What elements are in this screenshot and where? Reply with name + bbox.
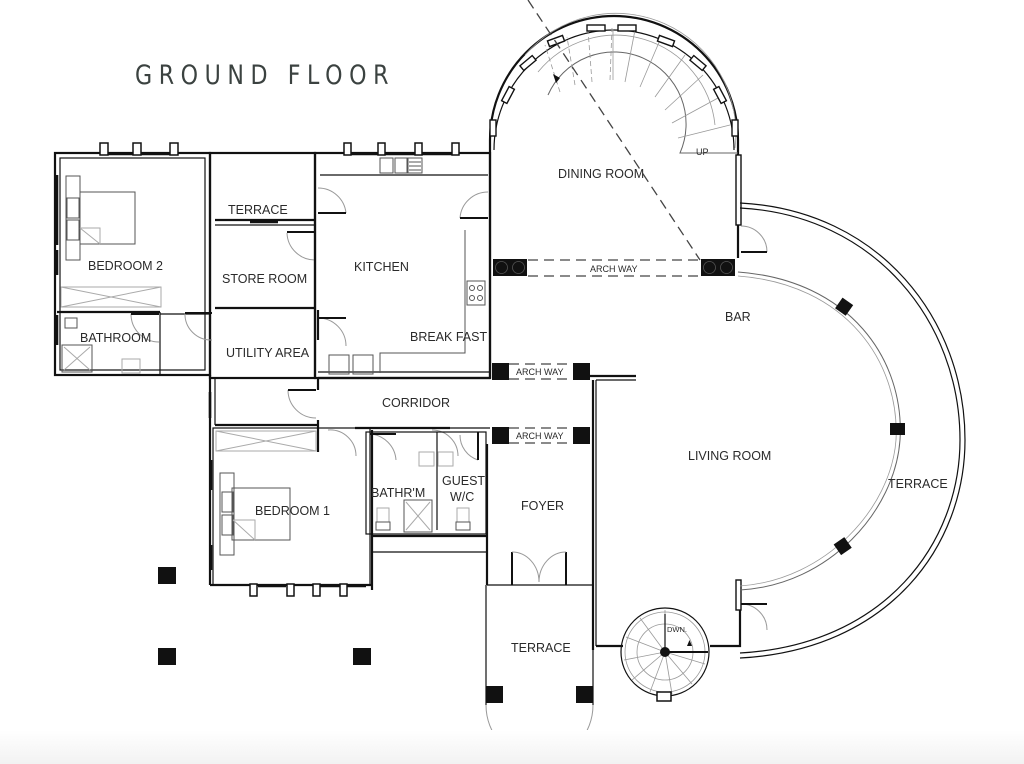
arch-way-label-dining: ARCH WAY <box>590 264 638 274</box>
room-label-store-room: STORE ROOM <box>222 272 307 286</box>
column <box>158 567 176 584</box>
column <box>573 363 590 380</box>
room-label-kitchen: KITCHEN <box>354 260 409 274</box>
room-label-corridor: CORRIDOR <box>382 396 450 410</box>
room-label-terrace-curved: TERRACE <box>888 477 948 491</box>
column <box>492 363 509 380</box>
columns <box>158 259 735 703</box>
foyer-block <box>485 380 595 650</box>
room-label-bar: BAR <box>725 310 751 324</box>
plan-title: GROUND FLOOR <box>135 60 396 91</box>
room-label-break-fast: BREAK FAST <box>410 330 487 344</box>
column <box>353 648 371 665</box>
room-label-bedroom1: BEDROOM 1 <box>255 504 330 518</box>
column <box>486 686 503 703</box>
room-label-utility-area: UTILITY AREA <box>226 346 310 360</box>
bedroom2-block <box>53 142 212 377</box>
room-label-bathrm: BATHR'M <box>371 486 425 500</box>
room-label-living-room: LIVING ROOM <box>688 449 771 463</box>
dining-room-block <box>488 0 742 378</box>
column <box>510 259 527 276</box>
column <box>493 259 510 276</box>
column <box>492 427 509 444</box>
column <box>573 427 590 444</box>
room-label-bathroom: BATHROOM <box>80 331 151 345</box>
stair-up-label: UP <box>696 147 709 157</box>
stair-down-label: DWN. <box>667 625 687 634</box>
column <box>158 648 176 665</box>
spiral-stair <box>620 607 710 702</box>
column <box>701 259 718 276</box>
column <box>718 259 735 276</box>
room-label-guest-wc-2: W/C <box>450 490 474 504</box>
room-label-guest-wc-1: GUEST <box>442 474 485 488</box>
bedroom1-block <box>209 427 374 597</box>
arch-way-label-upper: ARCH WAY <box>516 367 564 377</box>
room-label-bedroom2: BEDROOM 2 <box>88 259 163 273</box>
column <box>576 686 593 703</box>
room-label-terrace-small: TERRACE <box>228 203 288 217</box>
room-label-dining-room: DINING ROOM <box>558 167 644 181</box>
arch-way-label-lower: ARCH WAY <box>516 431 564 441</box>
room-label-foyer: FOYER <box>521 499 564 513</box>
living-bar-block <box>595 202 966 659</box>
room-label-terrace-front: TERRACE <box>511 641 571 655</box>
bottom-edge <box>0 730 1024 764</box>
